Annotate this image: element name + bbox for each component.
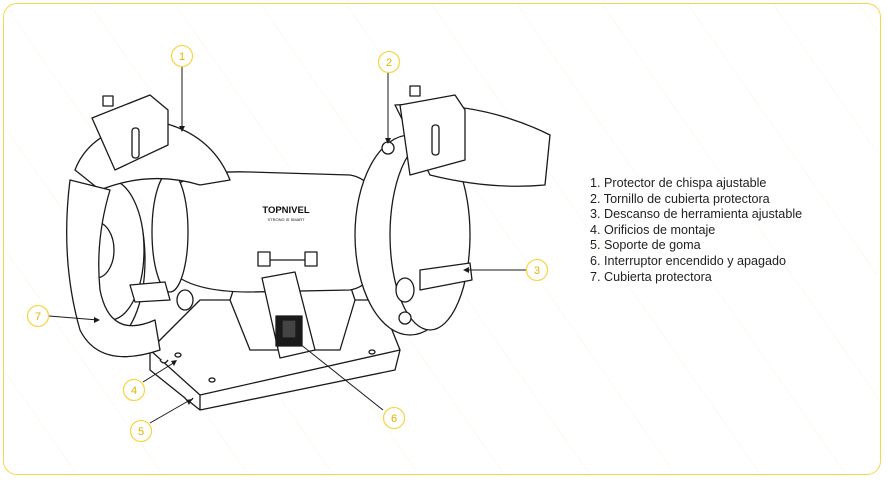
right-tool-rest	[395, 262, 473, 303]
left-tool-rest	[129, 281, 194, 311]
callout-2-label: 2	[386, 57, 392, 69]
callouts: 1 2 3 4 5 6 7	[26, 44, 549, 443]
leader-arrowheads	[94, 126, 469, 405]
callout-3-label: 3	[534, 265, 540, 277]
callout-7: 7	[26, 304, 50, 328]
callout-1-label: 1	[179, 51, 185, 63]
legend-item: 4. Orificios de montaje	[590, 222, 716, 237]
left-guard	[66, 94, 231, 358]
legend-item: 7. Cubierta protectora	[590, 269, 712, 284]
leader-lines	[48, 67, 526, 424]
legend-item: 2. Tornillo de cubierta protectora	[590, 191, 770, 206]
legend-item: 5. Soporte de goma	[590, 238, 701, 253]
callout-5-label: 5	[138, 426, 144, 438]
callout-6: 6	[382, 406, 406, 430]
callout-3: 3	[525, 258, 549, 282]
right-guard	[381, 85, 551, 325]
parts-legend: 1. Protector de chispa ajustable 2. Torn…	[590, 176, 880, 285]
brand-logo: TOPNIVEL STRONG IS SMART	[258, 202, 314, 222]
callout-4: 4	[122, 378, 146, 402]
callout-2: 2	[377, 50, 401, 74]
callout-6-label: 6	[391, 413, 397, 425]
callout-5: 5	[129, 419, 153, 443]
brand-tagline-text: STRONG IS SMART	[267, 217, 305, 222]
callout-7-label: 7	[35, 311, 41, 323]
legend-item: 1. Protector de chispa ajustable	[590, 176, 767, 190]
legend-item: 6. Interruptor encendido y apagado	[590, 253, 787, 268]
legend-item: 3. Descanso de herramienta ajustable	[590, 207, 803, 222]
power-switch	[261, 271, 316, 359]
callout-1: 1	[170, 44, 194, 68]
callout-4-label: 4	[131, 385, 137, 397]
brand-logo-text: TOPNIVEL	[262, 205, 310, 216]
shaft-bolt	[257, 251, 318, 267]
